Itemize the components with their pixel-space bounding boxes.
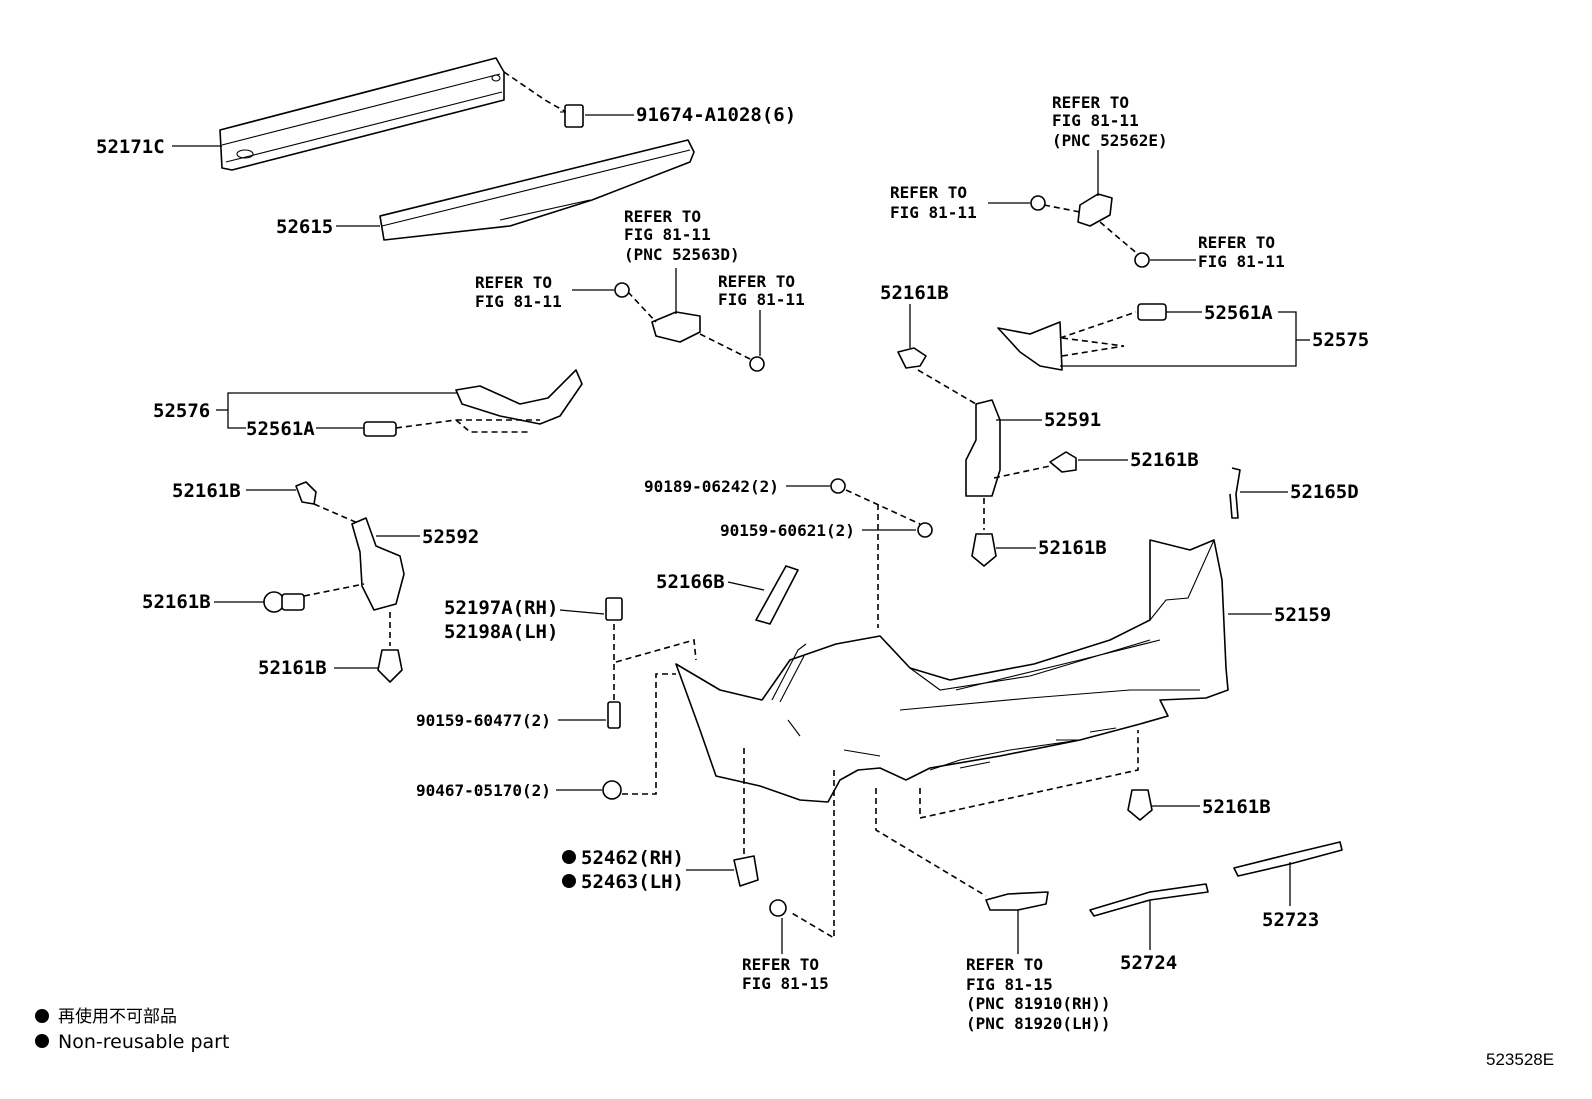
bumper-cover-52159 — [675, 539, 1229, 803]
bolt-91674 — [560, 104, 584, 128]
label-52159: 52159 — [1274, 604, 1331, 626]
molding-52723 — [1233, 841, 1343, 877]
bracket-52562e — [1077, 150, 1113, 227]
label-90159-477: 90159-60477(2) — [416, 711, 551, 730]
label-52197a: 52197A(RH) — [444, 597, 558, 619]
retainer-52592 — [351, 517, 405, 611]
nut-90159-621 — [917, 522, 933, 538]
label-52591: 52591 — [1044, 409, 1101, 431]
label-52161b-3: 52161B — [1038, 537, 1107, 559]
label-52161b-6: 52161B — [258, 657, 327, 679]
label-52592: 52592 — [422, 526, 479, 548]
legend-dot-jp — [35, 1009, 49, 1023]
clip-52161b-5 — [263, 591, 305, 613]
absorber-52615 — [379, 139, 695, 241]
refer-fig-e: REFER TO FIG 81-11 — [475, 273, 562, 311]
label-52462: 52462(RH) — [581, 847, 684, 869]
legend-text-en: Non-reusable part — [58, 1031, 229, 1053]
non-reusable-dot-2 — [562, 874, 576, 888]
label-52575: 52575 — [1312, 329, 1369, 351]
nut-90189 — [830, 478, 846, 494]
clip-52161b-3 — [971, 533, 997, 567]
seal-52165d — [1229, 467, 1241, 519]
legend: 再使用不可部品 Non-reusable part — [35, 1006, 229, 1053]
label-90159-621: 90159-60621(2) — [720, 521, 855, 540]
refer-fig-d: REFER TO FIG 81-11 (PNC 52563D) — [624, 207, 740, 264]
cap-52462 — [733, 855, 759, 887]
label-91674: 91674-A1028(6) — [636, 104, 796, 126]
bracket-52576 — [455, 369, 583, 433]
label-52724: 52724 — [1120, 952, 1177, 974]
label-52198a: 52198A(LH) — [444, 621, 558, 643]
label-52576: 52576 — [153, 400, 210, 422]
refer-fig-a: REFER TO FIG 81-11 (PNC 52562E) — [1052, 93, 1168, 150]
nut-fig-81-15 — [769, 899, 787, 917]
refer-fig-f: REFER TO FIG 81-11 — [718, 272, 805, 309]
bracket-52563d — [651, 268, 701, 343]
reinforcement-52171c — [219, 57, 505, 171]
label-52161b-1: 52161B — [880, 282, 949, 304]
bolt-52561a-r — [1137, 303, 1167, 321]
reflector-52166b — [755, 565, 799, 625]
refer-fig-15a: REFER TO FIG 81-15 — [742, 955, 829, 993]
refer-fig-15b: REFER TO FIG 81-15 (PNC 81910(RH)) (PNC … — [966, 955, 1120, 1033]
clip-52161b-6 — [377, 649, 403, 683]
bracket-52575 — [997, 321, 1125, 371]
label-52161b-2: 52161B — [1130, 449, 1199, 471]
label-52561a-l: 52561A — [246, 418, 315, 440]
label-52171c: 52171C — [96, 136, 165, 158]
reflector-81910 — [985, 891, 1049, 911]
label-52161b-5: 52161B — [142, 591, 211, 613]
label-52723: 52723 — [1262, 909, 1319, 931]
bracket-52197a — [605, 597, 623, 621]
refer-fig-b: REFER TO FIG 81-11 — [890, 183, 977, 222]
legend-dot-en — [35, 1034, 49, 1048]
clip-52161b-7 — [1127, 789, 1153, 821]
label-52161b-7: 52161B — [1202, 796, 1271, 818]
non-reusable-dot-1 — [562, 850, 576, 864]
label-52561a-r: 52561A — [1204, 302, 1273, 324]
label-90189: 90189-06242(2) — [644, 477, 779, 496]
label-90467: 90467-05170(2) — [416, 781, 551, 800]
label-52166b: 52166B — [656, 571, 725, 593]
retainer-52591 — [965, 399, 1001, 497]
label-52615: 52615 — [276, 216, 333, 238]
molding-52724 — [1089, 883, 1209, 917]
refer-fig-c: REFER TO FIG 81-11 — [1198, 233, 1285, 271]
diagram-code: 523528E — [1486, 1050, 1554, 1069]
clip-90467 — [602, 780, 622, 800]
clip-52161b-2 — [1049, 451, 1077, 473]
screw-90159-477 — [607, 701, 621, 729]
clip-52161b-4 — [295, 481, 317, 505]
legend-text-jp: 再使用不可部品 — [58, 1006, 177, 1027]
label-52165d: 52165D — [1290, 481, 1359, 503]
bolt-52561a-l — [363, 421, 397, 437]
label-52161b-4: 52161B — [172, 480, 241, 502]
label-52463: 52463(LH) — [581, 871, 684, 893]
clip-52161b-1 — [897, 347, 927, 369]
